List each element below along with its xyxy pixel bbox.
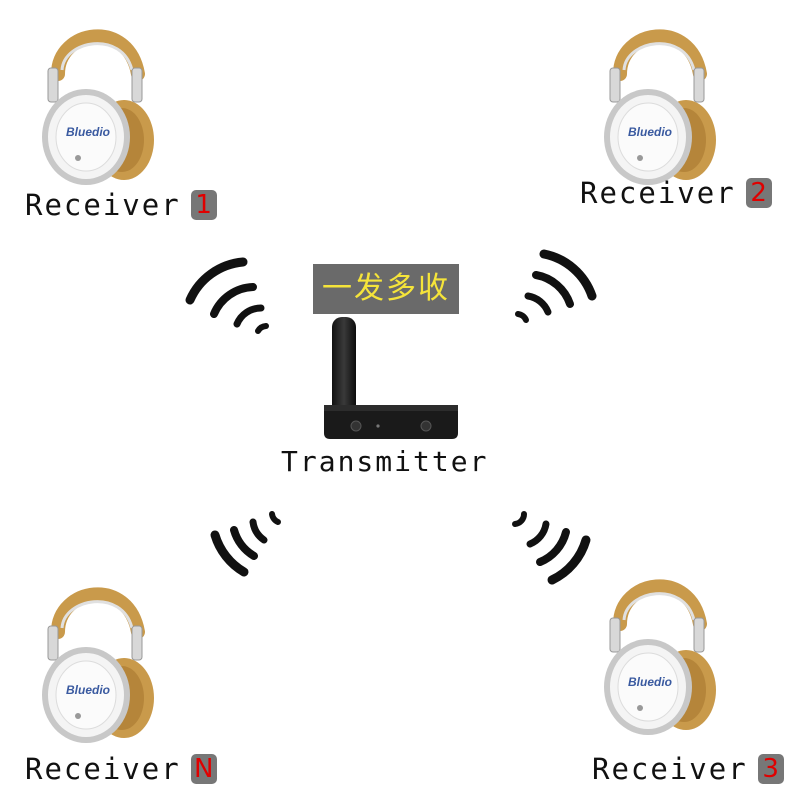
transmitter-label: Transmitter: [281, 445, 488, 478]
wave-icon-bottom-left: [215, 514, 278, 572]
wave-icon-top-left: [190, 262, 266, 331]
one-to-many-tag: 一发多收: [313, 264, 459, 314]
transmitter-device-icon: [318, 315, 464, 443]
wave-icon-top-right: [518, 254, 592, 320]
wave-icon-bottom-right: [515, 514, 586, 580]
